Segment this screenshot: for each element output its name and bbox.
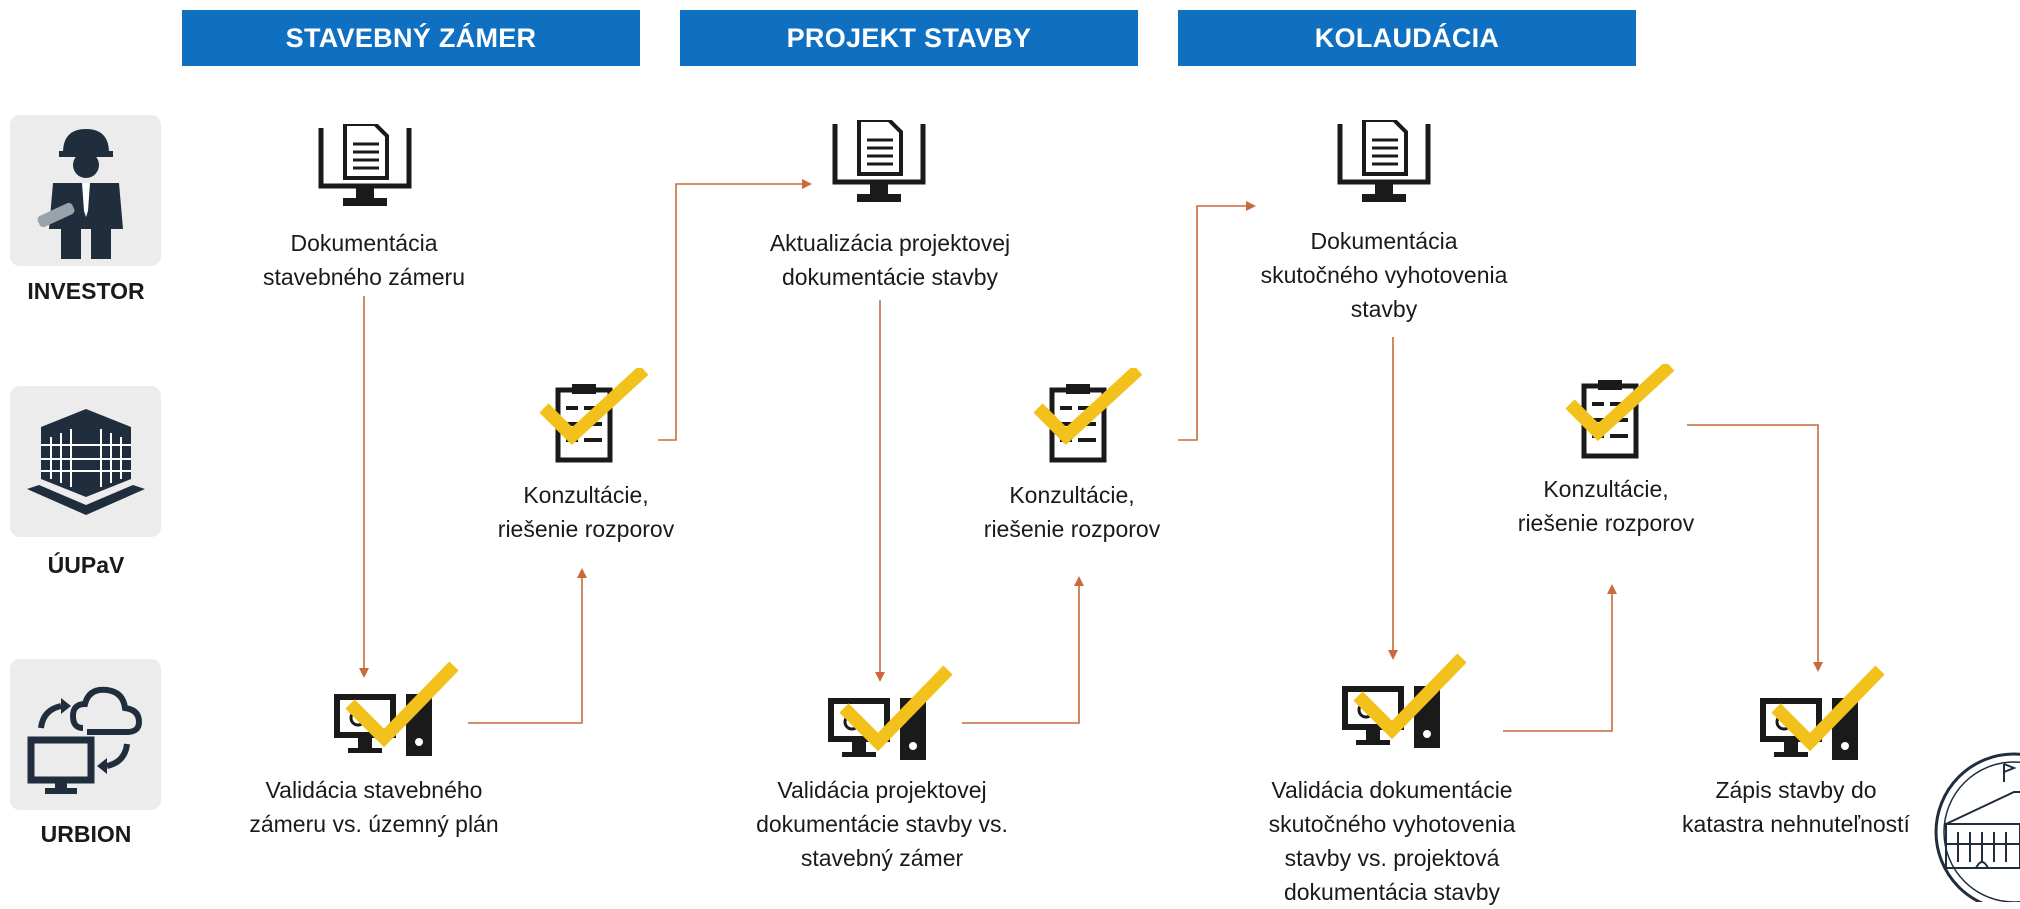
arrow-consult3-to-registration [1687, 424, 1823, 672]
phase-header-kolaudacia: KOLAUDÁCIA [1178, 10, 1636, 66]
computer-check-icon-1 [334, 661, 458, 756]
urbion-role-box [10, 659, 161, 810]
arrow-validation1-to-consult1 [468, 568, 587, 724]
investor-role-box [10, 115, 161, 266]
arrow-consult2-to-doc3 [1178, 201, 1256, 441]
computer-check-icon-2 [828, 665, 952, 760]
document-monitor-icon-2 [832, 120, 926, 202]
checklist-check-icon-3 [1566, 364, 1675, 459]
role-label-urbion: URBION [40, 821, 132, 847]
document-monitor-icon-3 [1337, 120, 1431, 202]
computer-check-icon-3 [1342, 653, 1466, 748]
phase-header-projekt-stavby: PROJEKT STAVBY [680, 10, 1138, 66]
arrow-validation2-to-consult2 [962, 576, 1084, 724]
label-validacia-1: Validácia stavebného zámeru vs. územný p… [249, 777, 499, 837]
document-monitor-icon-1 [318, 124, 412, 206]
investor-icon [37, 128, 123, 259]
role-label-investor: INVESTOR [27, 278, 145, 304]
building-icon [26, 408, 145, 515]
phase-header-stavebny-zamer: STAVEBNÝ ZÁMER [182, 10, 640, 66]
label-dokumentacia-skutocneho-vyhotovenia: Dokumentácia skutočného vyhotovenia stav… [1260, 228, 1508, 322]
uupav-role-box [10, 386, 161, 537]
label-dokumentacia-stavebneho-zameru: Dokumentácia stavebného zámeru [262, 230, 465, 290]
arrow-consult1-to-doc2 [658, 179, 812, 441]
arrow-validation3-to-consult3 [1503, 584, 1617, 732]
label-konzultacie-3: Konzultácie, riešenie rozporov [1517, 476, 1695, 536]
computer-check-icon-4 [1760, 665, 1884, 760]
label-validacia-3: Validácia dokumentácie skutočného vyhoto… [1268, 777, 1516, 905]
label-aktualizacia-projektovej-dokumentacie: Aktualizácia projektovej dokumentácie st… [769, 230, 1011, 290]
university-seal-icon [1934, 752, 2020, 902]
label-konzultacie-2: Konzultácie, riešenie rozporov [983, 482, 1161, 542]
checklist-check-icon-2 [1034, 368, 1143, 463]
checklist-check-icon-1 [540, 368, 649, 463]
label-zapis-stavby: Zápis stavby do katastra nehnuteľností [1682, 777, 1910, 837]
label-konzultacie-1: Konzultácie, riešenie rozporov [497, 482, 675, 542]
role-label-uupav: ÚUPaV [47, 552, 125, 578]
cloud-sync-icon [27, 686, 142, 794]
label-validacia-2: Validácia projektovej dokumentácie stavb… [756, 777, 1008, 871]
